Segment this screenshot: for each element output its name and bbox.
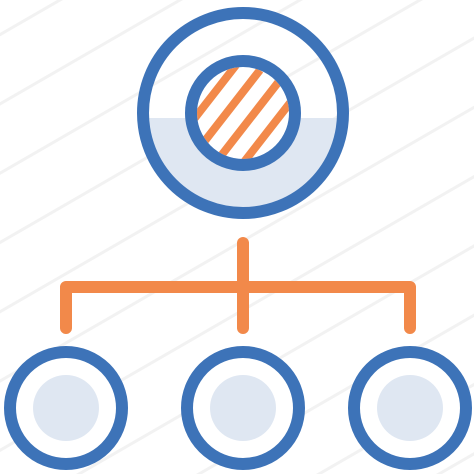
top-node-outer-ring xyxy=(137,7,349,219)
child-node-right xyxy=(348,346,472,470)
child-node-left xyxy=(4,346,128,470)
top-node xyxy=(137,7,349,219)
child-node-center xyxy=(181,346,305,470)
connector-branch xyxy=(60,281,416,334)
connector-lines xyxy=(60,237,416,334)
top-node-inner-ring xyxy=(185,55,301,171)
